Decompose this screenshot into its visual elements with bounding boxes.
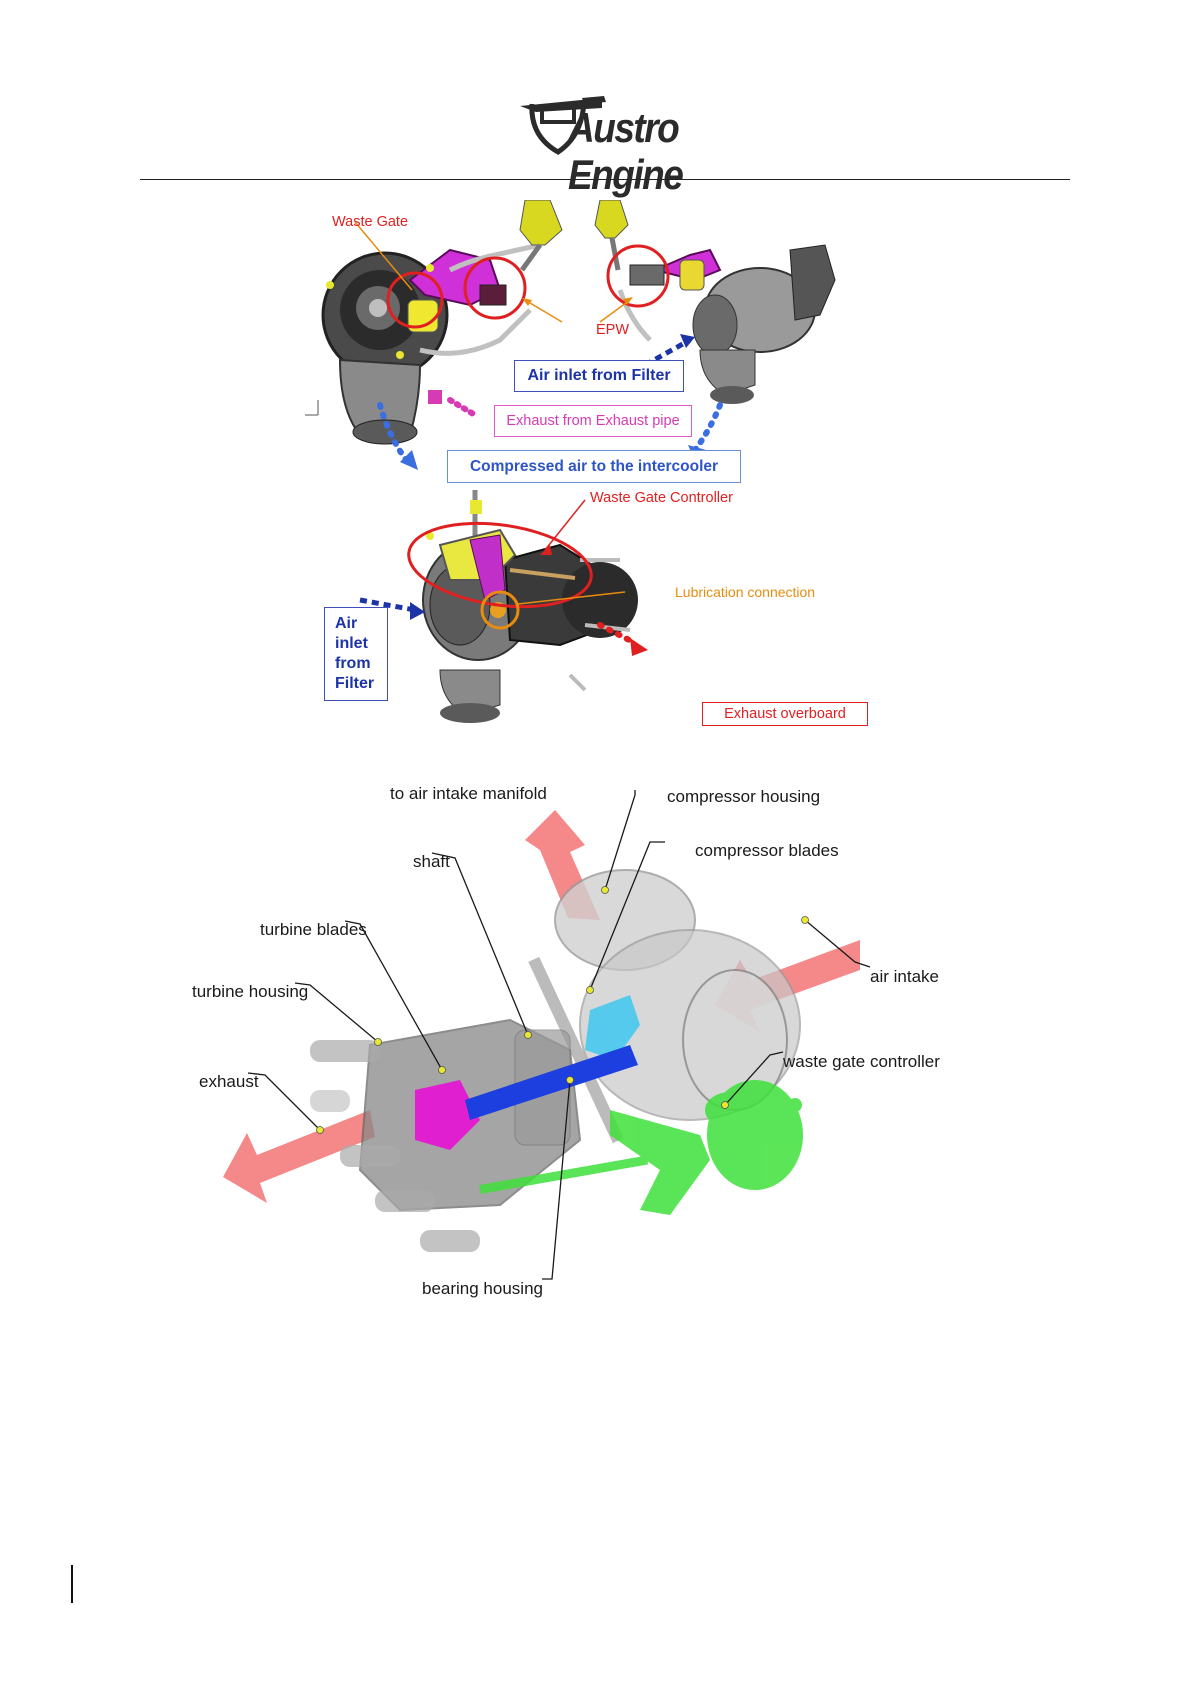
turbo-cutaway-drawing	[223, 810, 860, 1252]
right-turbocharger	[594, 200, 836, 404]
logo-wordmark: Austro Engine	[568, 104, 684, 198]
shaft-shape	[465, 1045, 638, 1120]
exhaust-label: exhaust	[199, 1072, 259, 1091]
lubrication-connection-label: Lubrication connection	[675, 584, 816, 600]
turbine-housing-label: turbine housing	[192, 982, 309, 1001]
compressor-blades-label: compressor blades	[695, 841, 839, 860]
epw-label: EPW	[596, 322, 630, 338]
logo-shield-icon	[520, 96, 606, 155]
compressed-air-box: Compressed air to the intercooler	[447, 450, 741, 483]
shaft-label: shaft	[413, 852, 450, 871]
leader-lines	[247, 790, 871, 1280]
air-inlet-from-filter-box: Air inlet from Filter	[514, 360, 684, 392]
company-logo: Austro Engine	[512, 84, 782, 198]
compressor-blades-shape	[585, 995, 640, 1060]
waste-gate-controller-label: Waste Gate Controller	[590, 490, 733, 506]
turbo-system-figure: Waste Gate EPW Air inlet from Filter Exh…	[300, 200, 900, 775]
bearing-housing-label: bearing housing	[422, 1279, 543, 1298]
exhaust-overboard-box: Exhaust overboard	[702, 702, 868, 726]
left-turbocharger	[321, 200, 563, 445]
air-inlet-line-3: from	[335, 655, 371, 672]
waste-gate-label: Waste Gate	[332, 214, 409, 230]
exhaust-from-pipe-box: Exhaust from Exhaust pipe	[494, 405, 692, 437]
turbine-blades-label: turbine blades	[260, 920, 367, 939]
air-inlet-line-1: Air	[335, 615, 358, 632]
air-inlet-line-2: inlet	[335, 635, 368, 652]
axis-triad-left	[305, 400, 319, 416]
turbo-cad-drawing	[305, 200, 836, 723]
to-air-intake-manifold-label: to air intake manifold	[390, 784, 547, 803]
turbine-blades-shape	[415, 1080, 480, 1150]
turbo-cutaway-figure: to air intake manifold compressor housin…	[170, 784, 1040, 1400]
air-inlet-line-4: Filter	[335, 675, 375, 692]
exhaust-arrow	[223, 1110, 375, 1203]
air-intake-label: air intake	[870, 967, 939, 986]
waste-gate-controller-cutaway-label: waste gate controller	[783, 1052, 940, 1071]
air-inlet-vertical-box: Air inlet from Filter	[324, 607, 388, 701]
waste-gate-controller-shape	[479, 1080, 803, 1215]
compressor-housing-label: compressor housing	[667, 787, 821, 806]
footer-margin-rule	[71, 1565, 73, 1603]
header-divider	[140, 179, 1070, 180]
